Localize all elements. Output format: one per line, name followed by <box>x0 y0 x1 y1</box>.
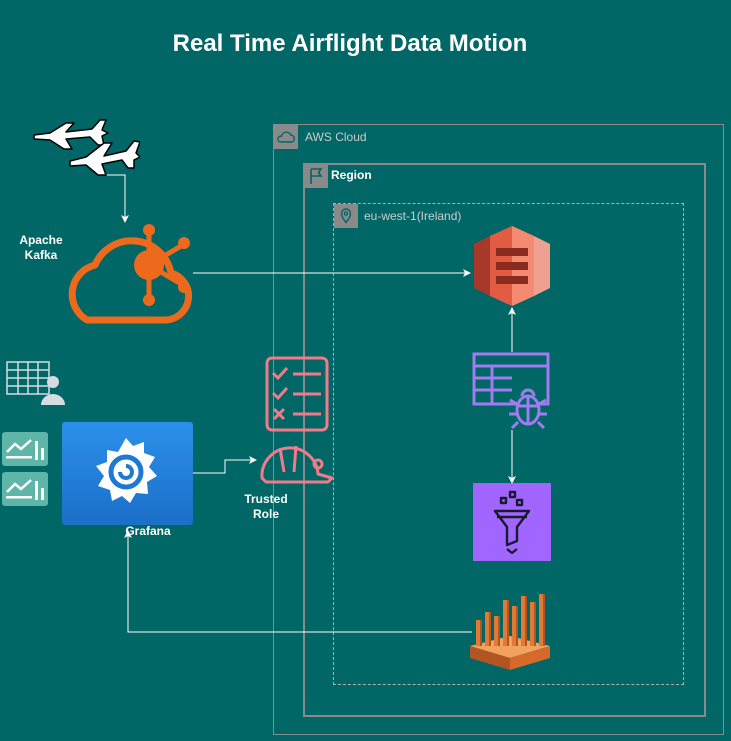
glue-funnel-icon <box>473 483 551 561</box>
chart-widget-icon <box>2 472 48 506</box>
diagram-title: Real Time Airflight Data Motion <box>172 30 528 57</box>
cloud-outline-icon <box>274 125 298 149</box>
region-label: Region <box>331 168 372 182</box>
location-pin-icon <box>334 204 358 228</box>
grafana-to-role-arrow <box>193 456 257 474</box>
availability-zone-label: eu-west-1(Ireland) <box>364 209 462 223</box>
kinesis-to-grafana-arrow <box>124 530 472 633</box>
glue-crawler-icon <box>472 352 550 430</box>
airplanes-icon <box>33 119 140 176</box>
airplanes-to-kafka-arrow <box>103 174 129 223</box>
aws-cloud-label: AWS Cloud <box>305 130 367 144</box>
user-table-icon <box>6 361 65 405</box>
kafka-label-line1: Apache <box>19 233 63 247</box>
grafana-label: Grafana <box>125 524 171 538</box>
s3-bucket-icon <box>474 226 550 306</box>
trusted-role-label-line1: Trusted <box>244 492 288 506</box>
kinesis-analytics-icon <box>470 594 550 670</box>
availability-zone-group <box>333 203 684 685</box>
chart-widget-icon <box>2 432 48 466</box>
flag-icon <box>304 164 328 188</box>
checklist-icon <box>265 356 329 432</box>
helmet-icon <box>260 445 334 484</box>
grafana-icon <box>62 422 193 525</box>
region-group <box>303 163 706 717</box>
trusted-role-label-line2: Role <box>252 507 279 521</box>
kafka-cloud-icon <box>68 224 193 324</box>
kafka-label-line2: Kafka <box>24 248 58 262</box>
